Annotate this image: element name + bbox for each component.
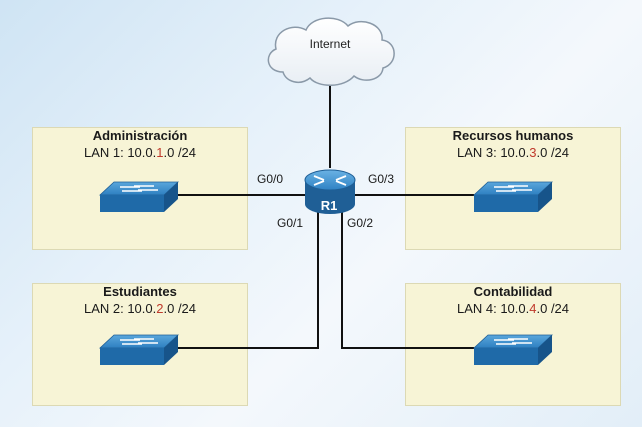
lan-title: Administración [92, 128, 188, 143]
lan-network: LAN 1: 10.0.1.0 /24 [83, 145, 197, 160]
switch-lan1-icon [98, 181, 180, 212]
internet-cloud-icon [267, 17, 395, 86]
port-label-g0-2: G0/2 [347, 216, 374, 230]
lan-network: LAN 4: 10.0.4.0 /24 [456, 301, 570, 316]
port-label-g0-1: G0/1 [277, 216, 304, 230]
router-label: R1 [320, 198, 338, 213]
subnet-octet: 3 [529, 145, 537, 160]
router-r1-icon [304, 169, 356, 214]
link-g0-2 [341, 212, 474, 349]
links [178, 82, 474, 349]
internet-label: Internet [309, 37, 351, 51]
subnet-octet: 1 [156, 145, 164, 160]
lan-title: Contabilidad [473, 284, 553, 299]
lan-box-administracion: Administración LAN 1: 10.0.1.0 /24 [32, 127, 248, 250]
switch-lan3-icon [472, 181, 554, 212]
lan-title: Estudiantes [103, 284, 177, 299]
port-label-g0-0: G0/0 [257, 172, 284, 186]
lan-network: LAN 2: 10.0.2.0 /24 [83, 301, 197, 316]
lan-box-recursos-humanos: Recursos humanos LAN 3: 10.0.3.0 /24 [405, 127, 621, 250]
lan-network: LAN 3: 10.0.3.0 /24 [456, 145, 570, 160]
lan-title: Recursos humanos [452, 128, 574, 143]
switch-lan4-icon [472, 334, 554, 365]
port-label-g0-3: G0/3 [368, 172, 395, 186]
subnet-octet: 4 [529, 301, 537, 316]
switch-lan2-icon [98, 334, 180, 365]
subnet-octet: 2 [156, 301, 164, 316]
link-g0-1 [178, 212, 319, 349]
